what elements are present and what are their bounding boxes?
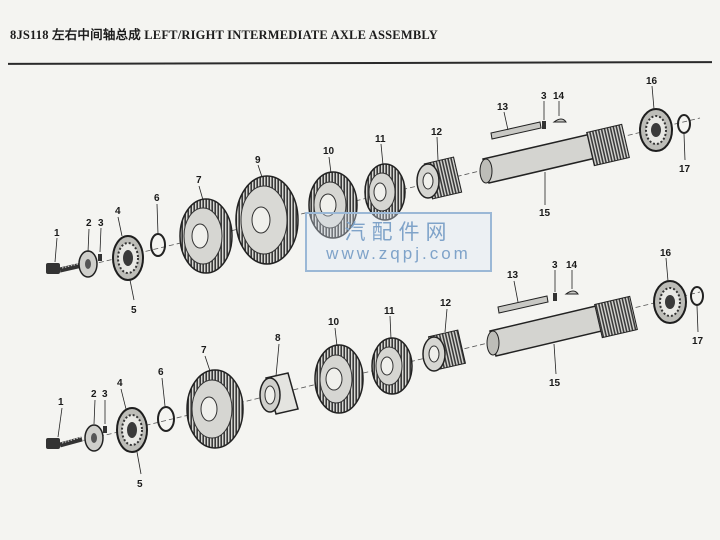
upper-part-17-snap-ring — [677, 114, 691, 134]
lower-label-17: 17 — [692, 336, 704, 347]
lower-part-15-shaft — [486, 295, 638, 357]
upper-part-15-shaft — [479, 123, 630, 184]
upper-part-7-gear — [179, 198, 233, 274]
lower-label-12: 12 — [440, 298, 452, 309]
lower-label-14: 14 — [566, 260, 578, 271]
lower-part-2-washer — [84, 424, 104, 452]
upper-label-11: 11 — [375, 134, 386, 145]
upper-label-4: 4 — [115, 206, 121, 217]
upper-part-14-key — [552, 118, 567, 123]
lower-part-10-gear — [314, 344, 364, 414]
upper-part-9-gear — [235, 175, 299, 265]
lower-label-4: 4 — [117, 378, 123, 389]
lower-part-4-bearing — [116, 407, 148, 453]
lower-assembly: 1 2 3 4 5 6 7 8 10 11 12 13 3 14 15 16 1… — [46, 248, 704, 490]
lower-label-1: 1 — [58, 397, 64, 408]
upper-leader-lines — [54, 85, 686, 301]
page-title: 8JS118 左右中间轴总成 LEFT/RIGHT INTERMEDIATE A… — [10, 28, 438, 42]
lower-part-1-bolt — [46, 436, 83, 449]
lower-label-13: 13 — [507, 270, 519, 281]
lower-part-16-bearing — [653, 280, 687, 324]
lower-label-3: 3 — [102, 389, 108, 400]
upper-part-1-bolt — [46, 262, 83, 274]
upper-label-16: 16 — [646, 76, 658, 87]
upper-part-11-gear — [364, 163, 406, 221]
lower-part-12-gear — [422, 329, 467, 372]
upper-part-12-gear — [416, 156, 463, 200]
watermark-text: 汽配件网 — [344, 220, 453, 244]
lower-leader-lines — [57, 257, 699, 475]
lower-label-11: 11 — [384, 306, 395, 317]
lower-part-14-key — [564, 290, 579, 295]
upper-part-13-key — [490, 121, 542, 140]
lower-label-15: 15 — [549, 378, 561, 389]
upper-part-6-snap-ring — [150, 233, 166, 257]
lower-label-6: 6 — [158, 367, 164, 378]
upper-label-9: 9 — [255, 155, 261, 166]
watermark-url: www.zqpj.com — [326, 244, 471, 263]
lower-part-6-snap-ring — [157, 406, 175, 432]
upper-label-3: 3 — [98, 218, 104, 229]
lower-part-13-key — [497, 295, 549, 314]
upper-label-12: 12 — [431, 127, 443, 138]
lower-part-17-snap-ring — [690, 286, 704, 306]
upper-label-14: 14 — [553, 91, 565, 102]
lower-part-3-pin-b — [553, 293, 557, 301]
upper-part-2-washer — [78, 250, 98, 278]
watermark: 汽配件网 www.zqpj.com — [305, 212, 492, 272]
lower-label-2: 2 — [91, 389, 97, 400]
lower-part-11-gear — [371, 337, 413, 395]
upper-part-16-bearing — [639, 108, 673, 152]
upper-part-3-pin-b — [542, 121, 546, 129]
upper-label-5: 5 — [131, 305, 137, 316]
upper-part-4-bearing — [112, 235, 144, 281]
lower-label-8: 8 — [275, 333, 281, 344]
lower-label-3b: 3 — [552, 260, 558, 271]
lower-label-16: 16 — [660, 248, 672, 259]
upper-part-3-pin — [98, 254, 102, 261]
upper-label-6: 6 — [154, 193, 160, 204]
upper-label-7: 7 — [196, 175, 202, 186]
upper-label-1: 1 — [54, 228, 60, 239]
upper-label-15: 15 — [539, 208, 551, 219]
lower-label-5: 5 — [137, 479, 143, 490]
lower-label-10: 10 — [328, 317, 340, 328]
upper-part-10-gear — [308, 171, 358, 239]
upper-label-2: 2 — [86, 218, 92, 229]
upper-label-10: 10 — [323, 146, 335, 157]
upper-label-17: 17 — [679, 164, 691, 175]
lower-part-7-gear — [186, 369, 244, 449]
upper-label-3b: 3 — [541, 91, 547, 102]
upper-label-13: 13 — [497, 102, 509, 113]
lower-part-8-spacer — [259, 372, 299, 415]
upper-assembly: 1 2 3 4 5 6 7 9 10 11 12 13 3 14 15 16 1… — [46, 76, 701, 316]
lower-label-7: 7 — [201, 345, 207, 356]
lower-part-3-pin — [103, 426, 107, 433]
